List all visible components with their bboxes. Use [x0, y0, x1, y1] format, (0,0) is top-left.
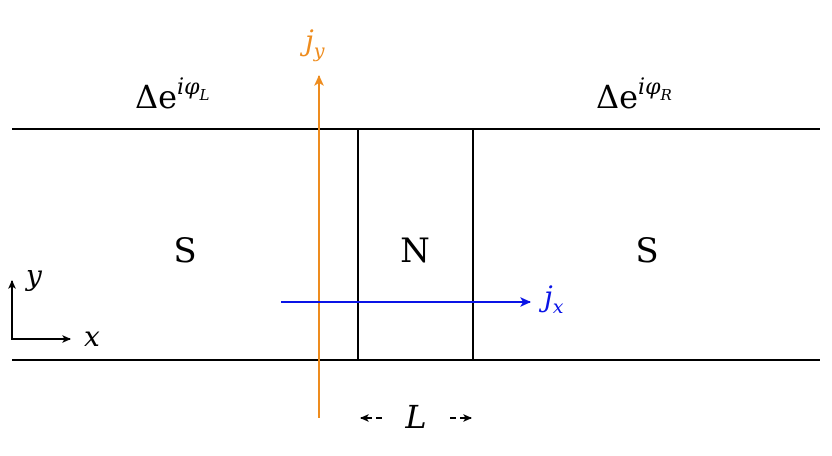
jy-label: jy — [299, 24, 325, 62]
right-phase-label: ΔeiφR — [596, 75, 672, 116]
x-axis-label: x — [84, 320, 100, 353]
svg-text:jx: jx — [538, 280, 564, 318]
left-phase-label: ΔeiφL — [135, 75, 210, 116]
right-superconductor-label: S — [635, 231, 658, 271]
left-superconductor-label: S — [173, 231, 196, 271]
length-label: L — [404, 398, 426, 436]
svg-text:ΔeiφL: ΔeiφL — [135, 75, 210, 116]
svg-text:jy: jy — [299, 24, 325, 62]
length-dimension: L — [360, 398, 472, 436]
normal-region-label: N — [400, 231, 430, 271]
y-axis-label: y — [24, 259, 43, 292]
jx-label: jx — [538, 280, 564, 318]
coordinate-axes: y x — [7, 259, 100, 353]
svg-text:ΔeiφR: ΔeiφR — [596, 75, 672, 116]
